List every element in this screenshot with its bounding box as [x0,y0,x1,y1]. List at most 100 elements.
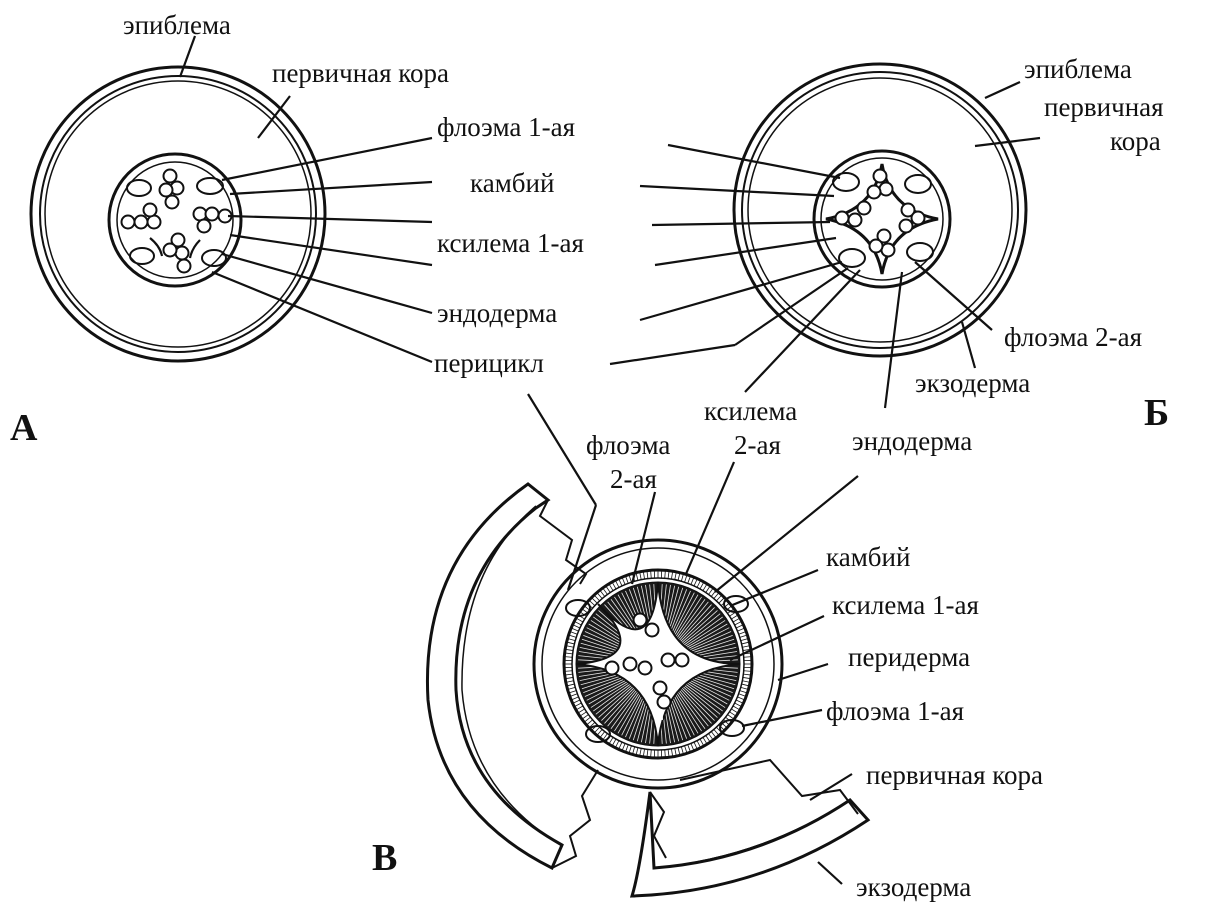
label-v-exoderm: экзодерма [856,872,971,902]
cambium-tick [711,732,716,738]
cambium-tick [733,706,740,710]
cambium-tick [735,703,742,707]
cambium-tick [736,625,743,628]
cambium-tick [706,736,710,743]
label-a-endoderm: эндодерма [437,298,557,328]
cambium-tick [700,739,704,746]
cambium-tick [600,732,605,738]
label-a-pericycle: перицикл [434,348,544,378]
cambium-tick [688,745,691,753]
label-b-epiblema: эпиблема [1024,54,1132,84]
panel-a: эпиблема первичная кора флоэма 1-ая камб… [10,10,584,449]
cambium-tick [606,586,610,593]
cambium-tick [570,631,578,634]
cambium-tick [619,742,622,749]
panel-a-outer-rings [31,67,325,361]
cambium-tick [600,590,605,596]
cambium-tick [697,580,701,587]
label-v-phloem-1: флоэма 1-ая [826,696,964,726]
cambium-tick [739,631,747,634]
cambium-tick [592,598,598,604]
cambium-tick [571,628,578,631]
cambium-tick [737,628,744,631]
cambium-tick [612,739,616,746]
label-v-phloem-2-l1: флоэма [586,430,670,460]
label-a-phloem-1: флоэма 1-ая [437,112,575,142]
cambium-tick [582,715,588,720]
cambium-tick [619,579,622,586]
label-b-primary-cortex-l1: первичная [1044,92,1164,122]
cambium-tick [709,588,714,594]
label-b-xylem-2-l1: ксилема [704,396,797,426]
cambium-tick [580,712,587,716]
label-v-xylem-1: ксилема 1-ая [832,590,979,620]
cambium-tick [625,745,628,753]
panel-a-xylem-dots [122,170,232,273]
cambium-tick [570,694,578,697]
cambium-tick [716,595,721,601]
label-a-epiblema: эпиблема [123,10,231,40]
label-a-cambium: камбий [470,168,554,198]
cambium-tick [573,700,580,703]
cambium-tick [609,584,613,591]
label-v-phloem-2-l2: 2-ая [610,464,657,494]
label-b-endoderm: эндодерма [852,426,972,456]
cambium-tick [700,582,704,589]
cambium-tick [573,625,580,628]
cambium-tick [582,609,588,614]
cambium-tick [691,743,694,750]
panel-v-torn-cortex-bottom [632,792,868,896]
label-b-phloem-2: флоэма 2-ая [1004,322,1142,352]
cambium-tick [731,615,738,619]
cambium-tick [730,712,737,716]
cambium-tick [736,700,743,703]
label-v-cambium: камбий [826,542,910,572]
cambium-tick [703,584,707,591]
panel-b-outer-rings [734,64,1026,356]
panel-v-letter: В [372,837,397,879]
cambium-tick [594,595,599,601]
cambium-tick [703,737,707,744]
label-b-primary-cortex-l2: кора [1110,126,1161,156]
cambium-tick [733,618,740,622]
cambium-tick [594,727,599,733]
cambium-tick [571,697,578,700]
label-a-primary-cortex: первичная кора [272,58,449,88]
panel-v: флоэма 2-ая камбий ксилема 1-ая перидерм… [372,394,1043,902]
cambium-tick [609,737,613,744]
cambium-tick [622,743,625,750]
cambium-tick [697,741,701,748]
cambium-tick [714,729,719,735]
cambium-tick [622,577,625,584]
cambium-tick [597,729,602,735]
cambium-tick [731,709,738,713]
cambium-tick [603,588,608,594]
panel-v-torn-cortex-left [427,484,562,868]
cambium-tick [584,717,590,722]
panel-b-letter: Б [1144,392,1169,434]
label-b-xylem-2-l2: 2-ая [734,430,781,460]
panel-a-letter: А [10,407,38,449]
panel-b-leader-lines [610,82,1040,408]
panel-b: эпиблема первичная кора флоэма 2-ая экзо… [610,54,1169,460]
cambium-tick [578,709,585,713]
cambium-tick [625,576,628,584]
cambium-tick [587,720,593,725]
label-v-periderm: перидерма [848,642,970,672]
cambium-tick [714,593,719,599]
label-a-xylem-1: ксилема 1-ая [437,228,584,258]
cambium-tick [709,734,714,740]
cambium-tick [576,706,583,710]
cambium-tick [735,621,742,625]
label-v-primary-cortex: первичная кора [866,760,1043,790]
cambium-tick [739,694,747,697]
cambium-tick [615,741,619,748]
cambium-tick [615,580,619,587]
cambium-tick [737,697,744,700]
cambium-tick [706,586,710,593]
cambium-tick [574,703,581,707]
cambium-tick [597,593,602,599]
cambium-tick [576,618,583,622]
